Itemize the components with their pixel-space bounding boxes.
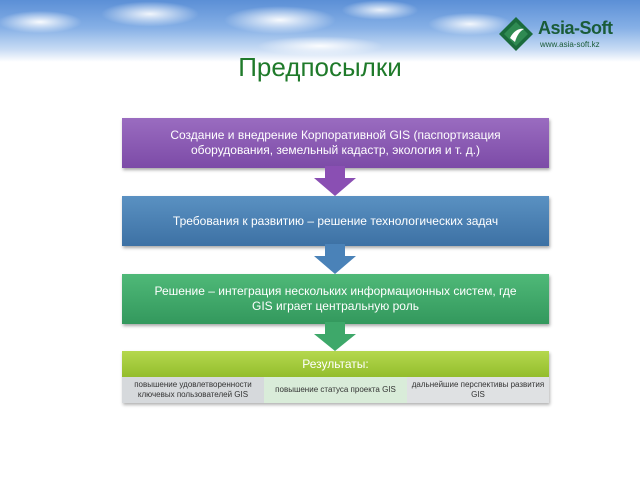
flow-step-1: Создание и внедрение Корпоративной GIS (… (122, 118, 549, 168)
result-item: повышение статуса проекта GIS (264, 377, 407, 403)
down-arrow-icon (314, 244, 356, 274)
down-arrow-icon (314, 166, 356, 196)
page-title: Предпосылки (238, 52, 402, 82)
down-arrow-icon (314, 322, 356, 351)
sky-header-banner (0, 0, 640, 62)
asia-soft-diamond-logo-icon (499, 17, 533, 51)
logo-url: www.asia-soft.kz (540, 40, 600, 49)
flow-step-2: Требования к развитию – решение технолог… (122, 196, 549, 246)
company-logo[interactable]: Asia-Soft www.asia-soft.kz (498, 10, 622, 54)
results-title: Результаты: (122, 351, 549, 377)
flow-step-1-text: Создание и внедрение Корпоративной GIS (… (170, 128, 501, 157)
flow-step-2-text: Требования к развитию – решение технолог… (172, 213, 499, 228)
result-item: дальнейшие перспективы развития GIS (407, 377, 549, 403)
result-item: повышение удовлетворенности ключевых пол… (122, 377, 264, 403)
flow-step-3-text: Решение – интеграция нескольких информац… (154, 284, 517, 313)
logo-name: Asia-Soft (538, 18, 613, 38)
results-panel: Результаты: повышение удовлетворенности … (122, 351, 549, 403)
flow-step-3: Решение – интеграция нескольких информац… (122, 274, 549, 324)
